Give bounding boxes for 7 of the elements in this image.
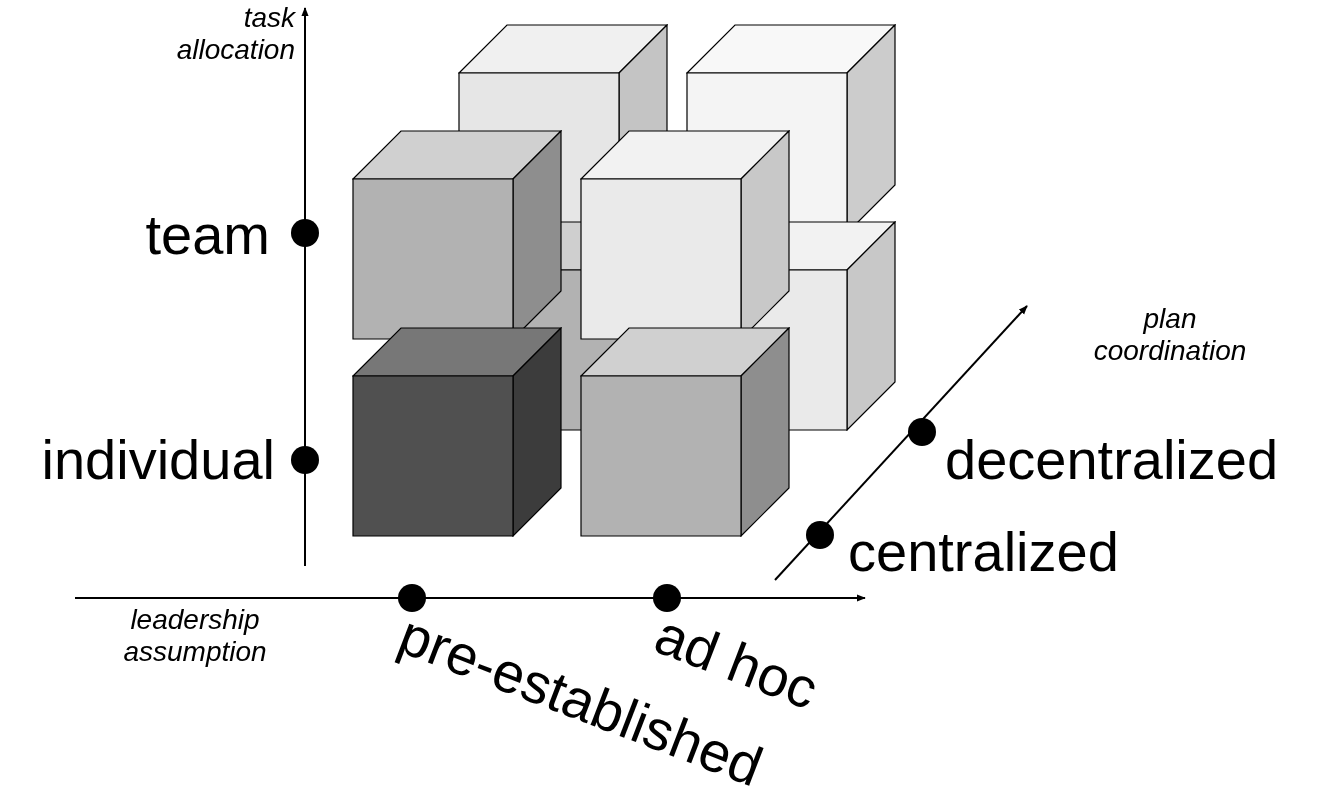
axis-value-label: team [144, 207, 270, 263]
axis-value-label: decentralized [945, 432, 1279, 488]
axis-title: leadership assumption [122, 604, 268, 669]
axis-title: task allocation [175, 2, 295, 67]
axis-value-label: centralized [848, 524, 1119, 580]
axis-title: plan coordination [1092, 303, 1248, 368]
axis-value-label: individual [40, 432, 275, 488]
